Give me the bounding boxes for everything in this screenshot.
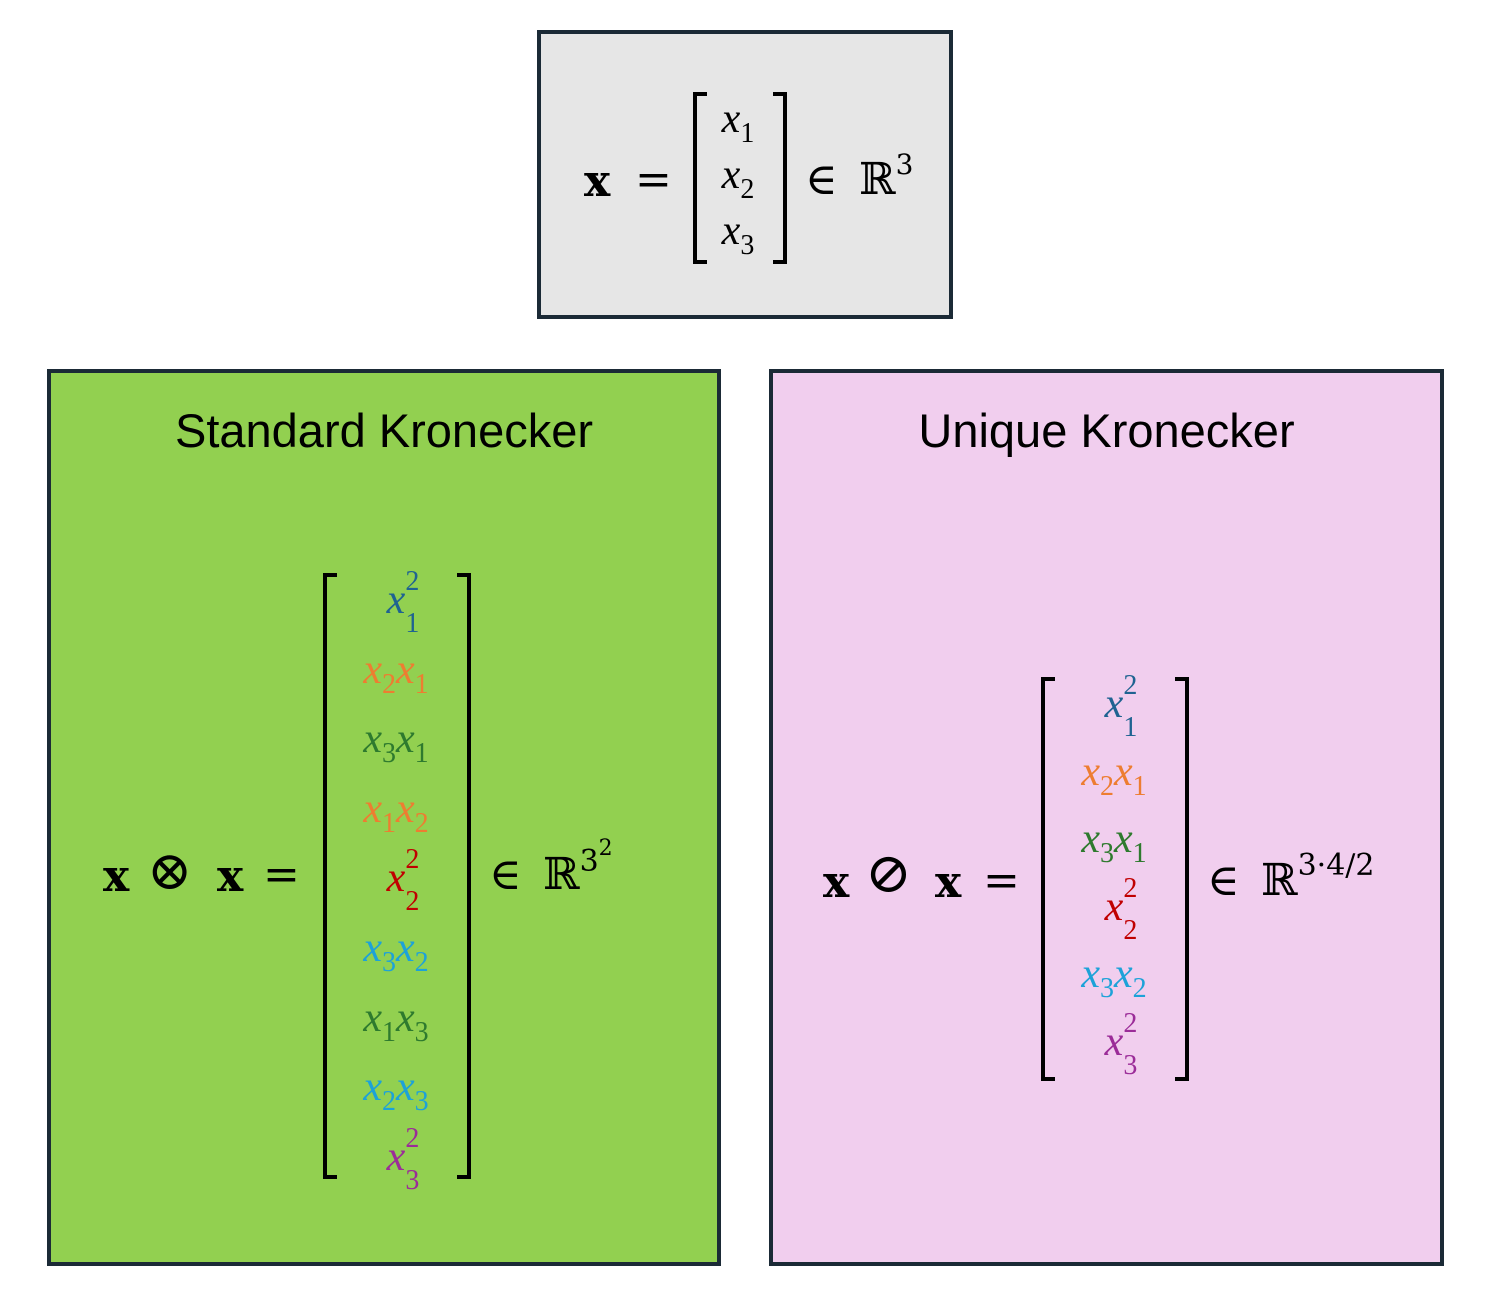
vector-x-bold: x xyxy=(584,156,611,207)
vector-entry: x3x2 xyxy=(363,925,429,978)
real-space-exponent: 3·4/2 xyxy=(1297,848,1375,883)
lhs-x-bold: x xyxy=(103,851,130,902)
left-bracket xyxy=(693,92,707,264)
panel-title: Unique Kronecker xyxy=(918,404,1295,457)
real-space-exponent: 3 xyxy=(895,148,914,181)
equals-sign: = xyxy=(635,154,672,205)
left-bracket xyxy=(1041,677,1055,1081)
vector-entry: x1x2 xyxy=(363,785,429,839)
vector-entry: x1 xyxy=(721,96,755,149)
rhs-x-bold: x xyxy=(217,851,244,902)
vector-entry: x2x1 xyxy=(363,646,429,700)
vector-entry: x3x1 xyxy=(1081,816,1147,869)
real-space-letter: ℝ xyxy=(1261,855,1298,906)
vector-entry: x3x1 xyxy=(363,716,429,769)
vector-entry: x2 xyxy=(721,152,755,205)
vector-entry: x1x3 xyxy=(363,994,429,1048)
unique-kronecker-symbol: ⊘ xyxy=(865,841,912,906)
left-bracket xyxy=(323,573,337,1179)
element-of-symbol: ∈ xyxy=(1207,855,1240,906)
lhs-x-bold: x xyxy=(823,857,850,908)
real-space-letter: ℝ xyxy=(543,849,580,900)
equals-sign: = xyxy=(263,849,300,900)
real-space-exponent-base: 3 xyxy=(579,844,599,879)
equals-sign: = xyxy=(983,855,1020,906)
panel-title: Standard Kronecker xyxy=(174,404,594,457)
vector-entry: x3x2 xyxy=(1081,951,1147,1005)
right-bracket xyxy=(773,92,787,264)
rhs-x-bold: x xyxy=(935,857,962,908)
real-space-symbol: ℝ3 xyxy=(859,148,913,205)
real-space-symbol: ℝ3·4/2 xyxy=(1261,848,1374,906)
right-bracket xyxy=(457,573,471,1179)
element-of-symbol: ∈ xyxy=(805,154,838,205)
real-space-letter: ℝ xyxy=(859,154,896,205)
vector-entry: x2x3 xyxy=(363,1064,429,1117)
vector-entry: x2x1 xyxy=(1081,748,1147,802)
kronecker-product-symbol: ⊗ xyxy=(147,839,193,902)
element-of-symbol: ∈ xyxy=(489,849,522,900)
vector-entry: x3 xyxy=(721,208,755,261)
right-bracket xyxy=(1175,677,1189,1081)
real-space-exponent-exp: 2 xyxy=(598,836,613,861)
real-space-symbol: ℝ32 xyxy=(543,836,613,900)
